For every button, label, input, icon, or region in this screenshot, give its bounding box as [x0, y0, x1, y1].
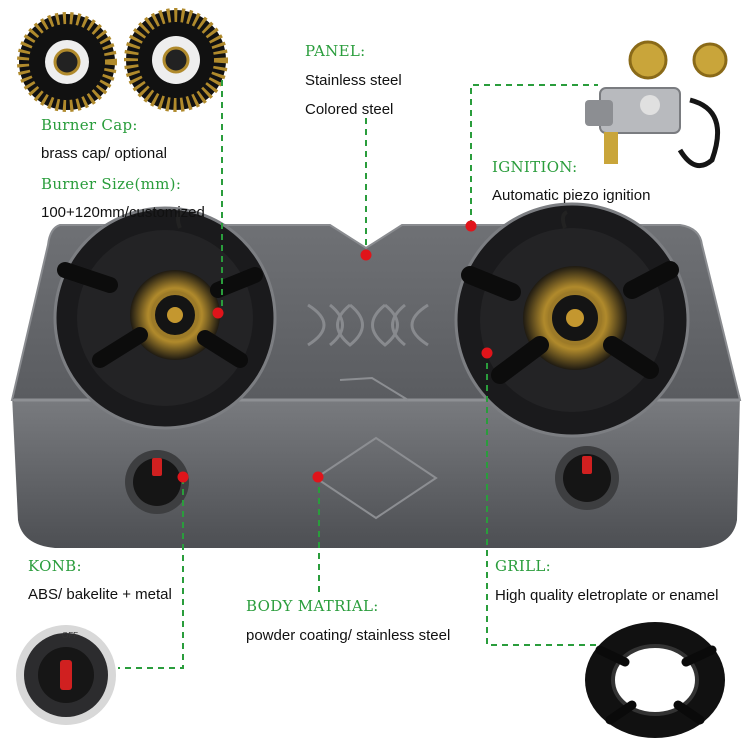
right-burner: [454, 202, 690, 438]
panel-ornament: [307, 303, 429, 347]
body-material-value: powder coating/ stainless steel: [246, 627, 451, 644]
burner-cap-thumb-2: [124, 8, 228, 112]
knob-label: KONB:: [28, 557, 82, 575]
grill-value: High quality eletroplate or enamel: [495, 587, 719, 604]
ignition-label: IGNITION:: [492, 158, 578, 176]
marker-knob: [177, 471, 189, 483]
grill-label: GRILL:: [495, 557, 551, 575]
burner-cap-label: Burner Cap:: [41, 116, 138, 134]
grill-thumb: [585, 622, 725, 738]
front-diamond: [314, 436, 438, 520]
left-knob-on-stove: [125, 450, 189, 514]
markers: [177, 220, 493, 483]
burner-cap-thumb-1: [17, 12, 117, 112]
marker-grill: [481, 347, 493, 359]
marker-burner-cap: [212, 307, 224, 319]
burner-cap-value: brass cap/ optional: [41, 145, 167, 162]
ignition-value: Automatic piezo ignition: [492, 187, 651, 204]
right-knob-on-stove: [555, 446, 619, 510]
leader-grill: [486, 352, 600, 646]
marker-panel: [360, 249, 372, 261]
panel-label: PANEL:: [305, 42, 366, 60]
knob-off-text: OFF: [62, 631, 78, 640]
ignition-valve-thumb: [585, 40, 728, 169]
burner-size-value: 100+120mm/customized: [41, 204, 205, 221]
left-burner: [53, 206, 277, 430]
leader-lines: [118, 80, 600, 669]
knob-thumb: OFF: [16, 625, 116, 725]
leader-ignition: [470, 84, 598, 226]
panel-value-1: Stainless steel: [305, 72, 402, 89]
knob-value: ABS/ bakelite + metal: [28, 586, 172, 603]
body-material-label: BODY MATRIAL:: [246, 597, 379, 615]
panel-value-2: Colored steel: [305, 101, 394, 118]
leader-knob: [118, 478, 184, 669]
marker-body: [312, 471, 324, 483]
burner-size-label: Burner Size(mm):: [41, 175, 182, 193]
marker-ignition: [465, 220, 477, 232]
